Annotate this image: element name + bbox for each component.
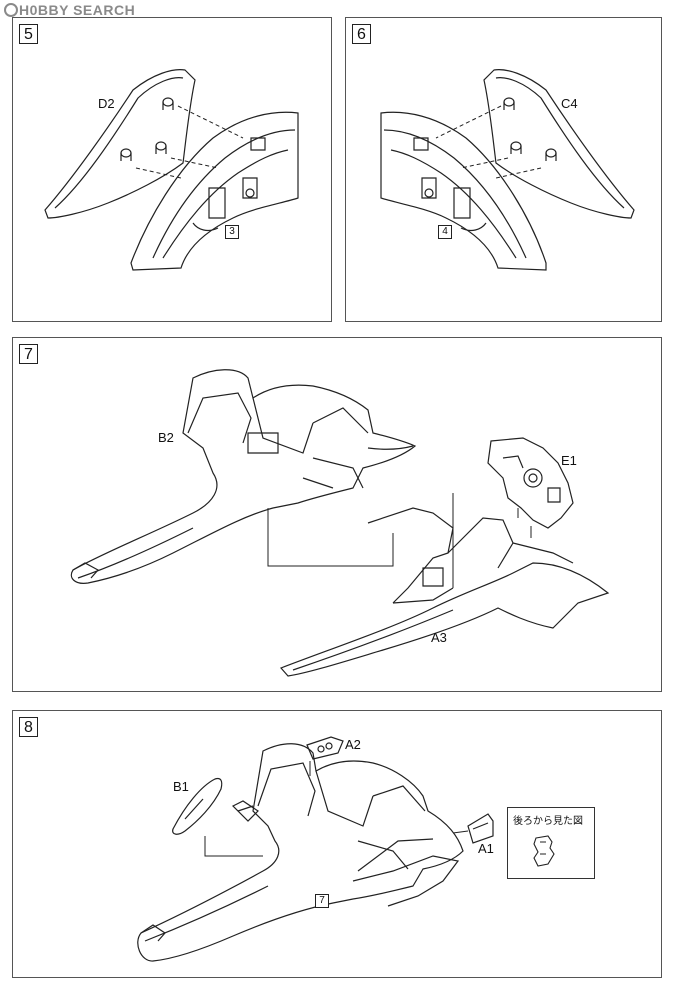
hobby-search-watermark: H0BBY SEARCH bbox=[4, 2, 135, 18]
assembled-body bbox=[138, 744, 463, 961]
part-3-shell bbox=[131, 112, 298, 270]
part-4-shell bbox=[381, 112, 546, 270]
part-b1 bbox=[173, 778, 222, 834]
step-6-diagram bbox=[346, 18, 663, 323]
step-6-panel: 6 C4 4 bbox=[345, 17, 662, 322]
part-label: A2 bbox=[345, 737, 361, 752]
part-label: B1 bbox=[173, 779, 189, 794]
step-5-diagram bbox=[13, 18, 333, 323]
part-label: D2 bbox=[98, 96, 115, 111]
peg bbox=[546, 149, 556, 157]
step-7-diagram bbox=[13, 338, 663, 693]
part-a3-body bbox=[281, 563, 608, 676]
ref-number: 4 bbox=[438, 225, 452, 239]
part-c4-fin bbox=[484, 70, 634, 218]
step-number: 5 bbox=[19, 24, 38, 44]
part-label: C4 bbox=[561, 96, 578, 111]
step-7-panel: 7 bbox=[12, 337, 662, 692]
part-label: E1 bbox=[561, 453, 577, 468]
step-8-diagram bbox=[13, 711, 663, 979]
step-8-panel: 8 bbox=[12, 710, 662, 978]
step-number: 6 bbox=[352, 24, 371, 44]
peg bbox=[121, 149, 131, 157]
part-label: A1 bbox=[478, 841, 494, 856]
part-b2-body bbox=[71, 370, 415, 584]
ref-number: 7 bbox=[315, 894, 329, 908]
part-label: B2 bbox=[158, 430, 174, 445]
part-label: A3 bbox=[431, 630, 447, 645]
ref-number: 3 bbox=[225, 225, 239, 239]
rear-view-caption: 後ろから見た図 bbox=[513, 816, 583, 827]
part-a2 bbox=[307, 737, 343, 759]
peg bbox=[163, 98, 173, 106]
peg bbox=[504, 98, 514, 106]
step-5-panel: 5 D2 3 bbox=[12, 17, 332, 322]
rear-view-inset: 後ろから見た図 bbox=[507, 807, 595, 879]
rear-view-diagram bbox=[508, 808, 594, 878]
part-e1-plate bbox=[488, 438, 573, 528]
part-a1 bbox=[468, 814, 493, 843]
peg bbox=[511, 142, 521, 150]
step-number: 8 bbox=[19, 717, 38, 737]
hobby-search-logo-icon bbox=[4, 3, 18, 17]
part-d2-fin bbox=[45, 70, 195, 218]
peg bbox=[156, 142, 166, 150]
step-number: 7 bbox=[19, 344, 38, 364]
